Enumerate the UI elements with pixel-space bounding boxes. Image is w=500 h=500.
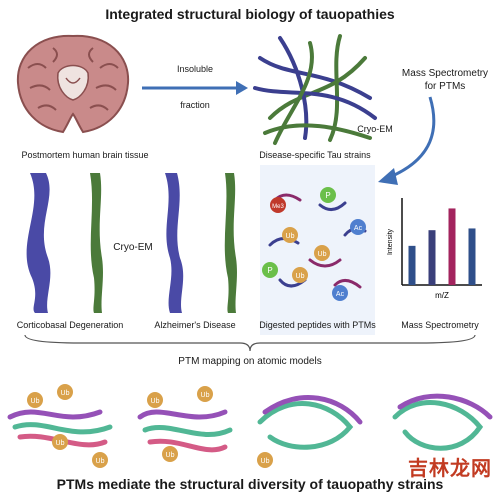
peptides-label: Digested peptides with PTMs — [259, 320, 376, 330]
fibril-models — [26, 173, 237, 313]
p-badge: P — [325, 191, 330, 200]
curved-arrow-icon — [378, 96, 436, 185]
ptm-mapping-label: PTM mapping on atomic models — [178, 356, 322, 367]
bracket — [24, 334, 476, 352]
cbd-label: Corticobasal Degeneration — [16, 320, 124, 330]
me3-badge: Me3 — [272, 204, 284, 210]
right-arrow-icon — [142, 81, 248, 95]
ac-badge: Ac — [354, 225, 363, 232]
ub-badge: Ub — [286, 233, 295, 240]
cryoem-middle-label: Cryo-EM — [113, 242, 153, 253]
bar-4 — [468, 228, 476, 285]
figure-title: Integrated structural biology of tauopat… — [105, 6, 395, 22]
ub-badge-m6: Ub — [201, 392, 210, 399]
mass-spec-chart: Intensity m/Z — [387, 198, 482, 300]
x-axis-label: m/Z — [435, 291, 449, 300]
watermark: 吉林龙网 — [408, 456, 492, 480]
ub-badge-m1: Ub — [61, 390, 70, 397]
ub-badge-3: Ub — [296, 273, 305, 280]
bar-2 — [428, 230, 436, 285]
insoluble-label: Insoluble — [176, 64, 214, 74]
strains-label: Disease-specific Tau strains — [259, 150, 371, 160]
mass-spec-label: Mass Spectrometry — [401, 320, 479, 330]
fraction-label: fraction — [180, 100, 210, 110]
bar-1 — [408, 245, 416, 285]
ub-badge-m5: Ub — [151, 398, 160, 405]
ub-badge-2: Ub — [318, 251, 327, 258]
cryoem-curved-label: Cryo-EM — [357, 124, 393, 134]
bottom-title: PTMs mediate the structural diversity of… — [56, 476, 444, 492]
for-ptms-label: for PTMs — [424, 81, 466, 92]
p-badge-2: P — [267, 266, 272, 275]
ad-label: Alzheimer's Disease — [154, 320, 236, 330]
ub-badge-m4: Ub — [96, 458, 105, 465]
bar-3 — [448, 208, 456, 285]
ub-badge-m7: Ub — [166, 452, 175, 459]
ub-badge-m2: Ub — [31, 398, 40, 405]
ub-badge-m3: Ub — [56, 440, 65, 447]
ub-badge-m8: Ub — [261, 458, 270, 465]
y-axis-label: Intensity — [387, 228, 394, 255]
mass-spec-top-label: Mass Spectrometry — [401, 68, 489, 79]
ac-badge-2: Ac — [336, 291, 345, 298]
brain-label: Postmortem human brain tissue — [21, 150, 149, 160]
tau-strains-illustration — [253, 34, 377, 145]
peptides-illustration: Me3 P Ub Ac Ub P Ub Ac — [262, 187, 367, 301]
brain-illustration — [16, 34, 130, 134]
atomic-models: Ub Ub Ub Ub Ub Ub Ub Ub — [7, 384, 493, 468]
